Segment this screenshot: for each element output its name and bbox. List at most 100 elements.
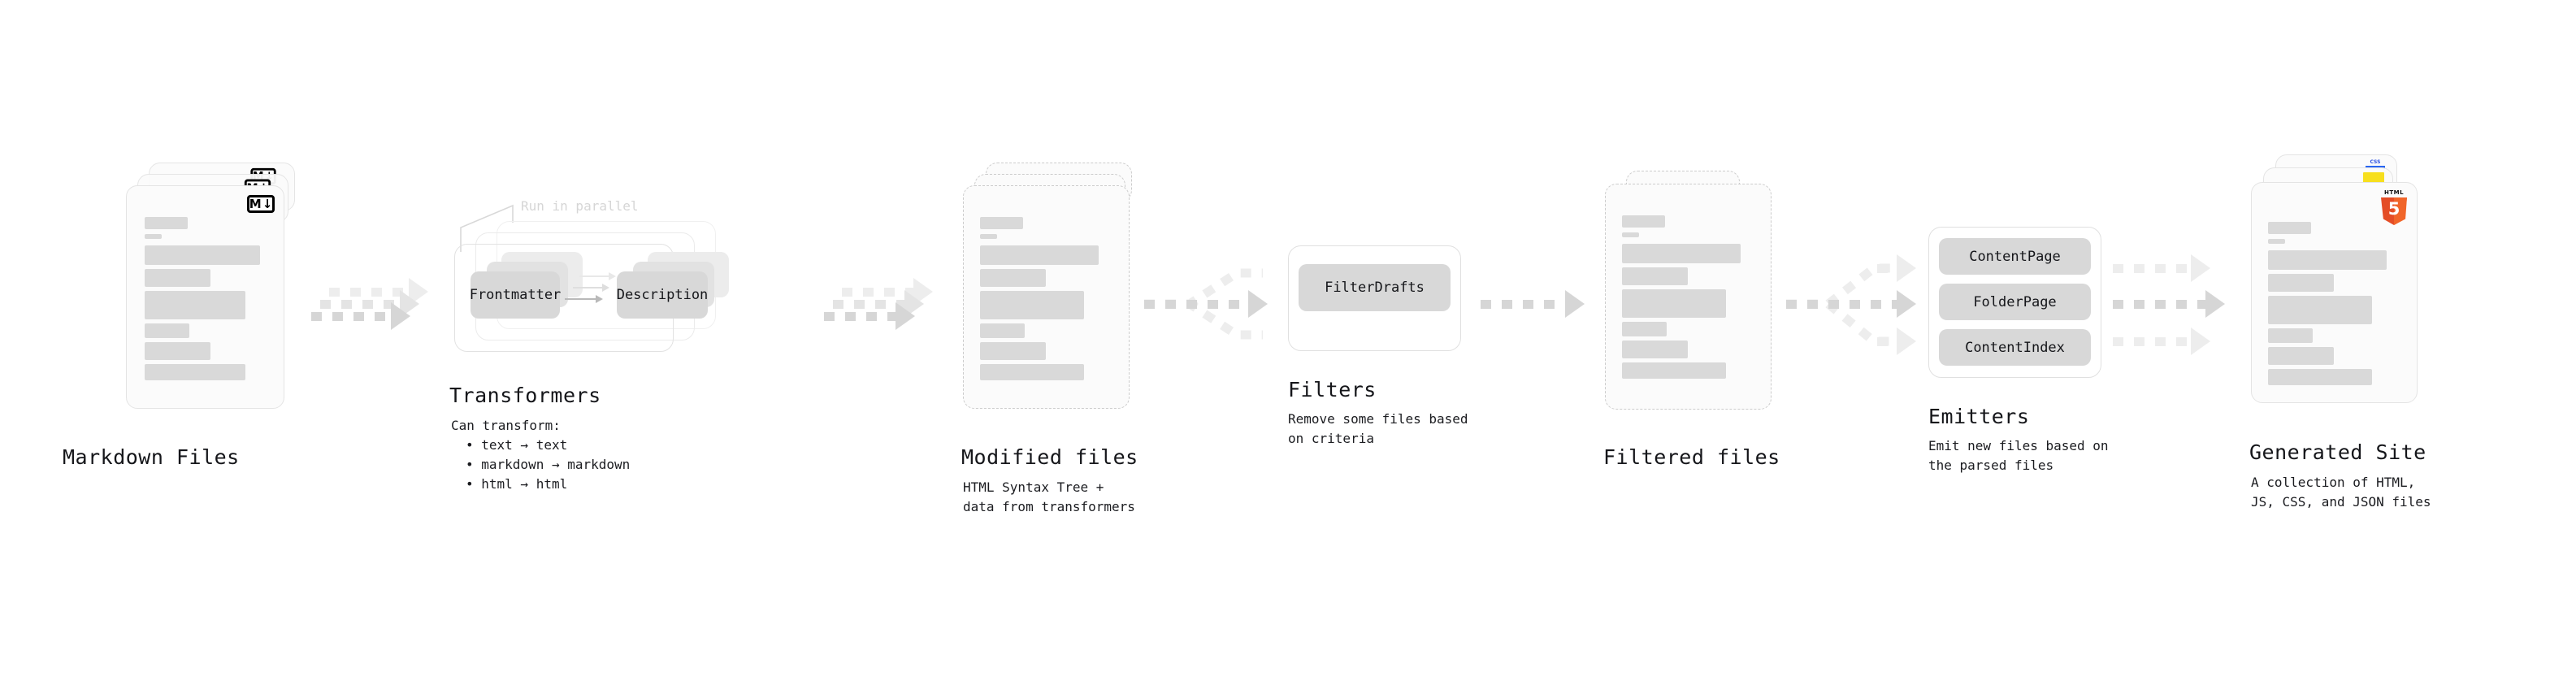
skeleton-bar [2268, 328, 2313, 343]
emitter-folderpage[interactable]: FolderPage [1939, 284, 2091, 320]
arrow-head [1897, 290, 1916, 318]
skeleton-bar [1622, 232, 1639, 237]
skeleton-bar [145, 323, 189, 338]
skeleton-bar [1622, 267, 1688, 285]
arrow-line [573, 287, 602, 288]
arrow-dashes [329, 287, 410, 297]
skeleton-bar [145, 342, 210, 360]
modified-files-description: HTML Syntax Tree + data from transformer… [963, 479, 1135, 514]
arrow-line [579, 275, 609, 277]
generated-file-stack: CSS HTML 5 [2251, 154, 2446, 423]
modified-file-stack [963, 163, 1150, 423]
stage-title-filtered-files: Filtered files [1603, 445, 1780, 469]
arrow-dashes [824, 311, 896, 321]
skeleton-bar [2268, 222, 2311, 234]
stage-generated-site: CSS HTML 5 Ge [2249, 154, 2446, 510]
skeleton-bar [980, 323, 1025, 338]
skeleton-bar [980, 245, 1099, 265]
transformers-bullet-0: • text → text [466, 437, 568, 453]
stage-modified-files: Modified files HTML Syntax Tree + data f… [961, 163, 1150, 514]
emitter-contentpage[interactable]: ContentPage [1939, 238, 2091, 275]
generated-site-description: A collection of HTML, JS, CSS, and JSON … [2251, 475, 2431, 510]
arrow-head [609, 272, 616, 280]
arrow-dashes [1786, 299, 1897, 309]
arrow-head [2191, 327, 2210, 355]
stage-title-filters: Filters [1288, 378, 1377, 401]
stage-title-modified-files: Modified files [961, 445, 1138, 469]
emitter-contentindex[interactable]: ContentIndex [1939, 329, 2091, 366]
markdown-letter: M [249, 196, 262, 211]
skeleton-bar [1622, 340, 1688, 358]
skeleton-bar [980, 217, 1023, 229]
js-icon [2363, 172, 2384, 184]
arrow-head [1897, 327, 1916, 355]
arrow-dashes [833, 299, 905, 309]
markdown-card-front: M↓ [126, 185, 284, 409]
skeleton-bar [145, 364, 245, 380]
arrow-head [1248, 290, 1268, 318]
flow-arrow-filters-to-filtered-files [1481, 290, 1585, 318]
skeleton-bar [145, 245, 260, 265]
markdown-file-stack: M↓ M↓ M↓ [126, 163, 313, 423]
arrow-head [1565, 290, 1585, 318]
filters-description: Remove some files based on criteria [1288, 411, 1468, 446]
skeleton-bar [980, 364, 1084, 380]
skeleton-bar [1622, 215, 1665, 228]
skeleton-bar [980, 234, 997, 239]
skeleton-bar [2268, 274, 2334, 292]
filter-filterdrafts[interactable]: FilterDrafts [1299, 264, 1451, 311]
skeleton-bar [2268, 250, 2387, 270]
markdown-icon: M↓ [247, 195, 275, 213]
stage-markdown-files: M↓ M↓ M↓ Markdown Files [63, 163, 313, 469]
skeleton-bar [145, 291, 245, 319]
skeleton-bar [1622, 244, 1741, 263]
skeleton-bar [145, 234, 162, 239]
arrow-line [565, 298, 596, 300]
html5-label: HTML [2383, 189, 2405, 196]
stage-title-generated-site: Generated Site [2249, 440, 2426, 464]
generated-card-front: HTML 5 [2251, 182, 2418, 403]
skeleton-bar [2268, 347, 2334, 365]
arrow-dashes [320, 299, 401, 309]
arrow-dashes [311, 311, 392, 321]
skeleton-bar [2268, 239, 2285, 244]
arrow-head [2205, 290, 2225, 318]
skeleton-bar [1622, 322, 1667, 336]
arrow-dashes [2113, 336, 2192, 346]
stage-filtered-files: Filtered files [1603, 163, 1792, 469]
filtered-card-front [1605, 184, 1772, 410]
arrow-head [2191, 254, 2210, 282]
skeleton-bar [2268, 296, 2372, 324]
arrow-dashes [1481, 299, 1566, 309]
arrow-dashes [2113, 263, 2192, 273]
run-in-parallel-leader [460, 204, 514, 252]
arrow-head [391, 302, 410, 330]
transformers-bullet-2: • html → html [466, 476, 568, 492]
css-label: CSS [2370, 159, 2381, 165]
css-icon: CSS [2366, 159, 2385, 169]
markdown-arrow: ↓ [262, 196, 273, 211]
stage-title-markdown-files: Markdown Files [63, 445, 240, 469]
skeleton-bar [145, 217, 188, 229]
arrow-head [896, 302, 915, 330]
filtered-file-stack [1605, 163, 1792, 423]
skeleton-bar [145, 269, 210, 287]
arrow-head [1897, 254, 1916, 282]
html5-icon: HTML 5 [2379, 189, 2409, 225]
run-in-parallel-label: Run in parallel [521, 198, 639, 214]
arrow-head [596, 295, 603, 303]
transformer-frontmatter[interactable]: Frontmatter [470, 271, 561, 319]
emitters-description: Emit new files based on the parsed files [1928, 438, 2109, 473]
arrow-dashes [2113, 299, 2206, 309]
skeleton-bar [980, 291, 1084, 319]
modified-card-front [963, 185, 1130, 409]
arrow-dashes [1877, 263, 1897, 273]
arrow-head [602, 284, 609, 292]
html5-shield-light [2394, 197, 2407, 225]
skeleton-bar [2268, 369, 2372, 385]
skeleton-bar [1622, 362, 1726, 379]
transformer-description[interactable]: Description [617, 271, 708, 319]
transformers-description: Can transform: [451, 418, 561, 433]
skeleton-bar [1622, 289, 1726, 318]
